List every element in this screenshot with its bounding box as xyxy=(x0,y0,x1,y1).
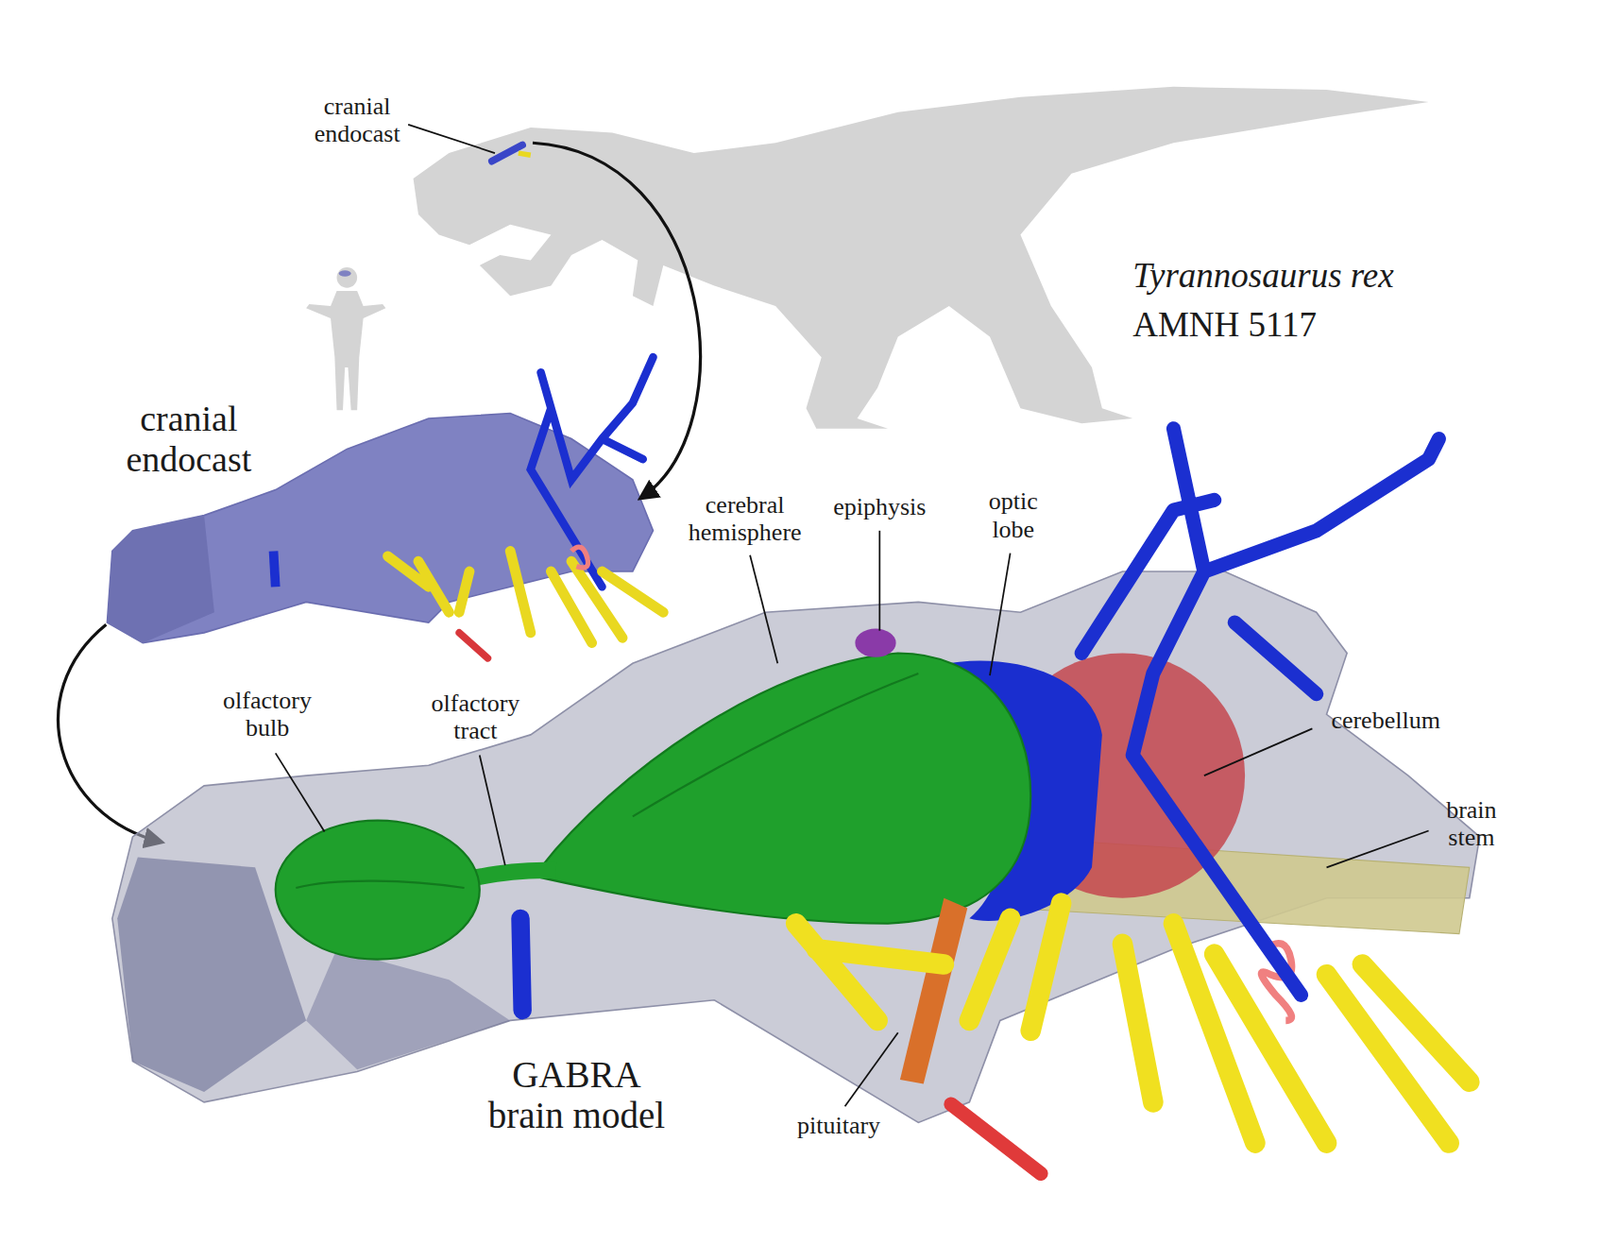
callout-label: cranial endocast xyxy=(290,92,424,148)
part-label: olfactory bulb xyxy=(205,686,329,742)
endocast-dark-face xyxy=(306,949,511,1070)
leader-lines xyxy=(275,124,1430,1107)
artwork xyxy=(58,86,1481,1175)
trex-silhouette xyxy=(413,86,1430,429)
leader-line xyxy=(845,1032,899,1107)
red-vessel xyxy=(951,1104,1041,1174)
small-red-vessel xyxy=(459,632,488,659)
part-label: pituitary xyxy=(797,1111,881,1140)
part-label: brain stem xyxy=(1430,796,1513,852)
leader-line xyxy=(1204,728,1313,776)
part-label: olfactory tract xyxy=(414,689,538,745)
human-head xyxy=(337,267,358,289)
endocast-shade xyxy=(106,515,214,644)
hemisphere-groove xyxy=(632,673,920,817)
leader-line xyxy=(479,754,506,866)
bulb-groove xyxy=(295,881,464,888)
small-endocast-marker-yellow xyxy=(518,153,531,155)
nerves xyxy=(796,902,1470,1143)
part-label: epiphysis xyxy=(833,493,926,521)
leader-line xyxy=(408,124,495,154)
blue-vessel-short xyxy=(520,918,523,1010)
small-blue-vessel xyxy=(273,550,276,587)
human-endocast-icon xyxy=(339,270,352,276)
leader-line xyxy=(878,530,881,631)
olfactory-bulb xyxy=(275,820,480,960)
part-label: optic lobe xyxy=(967,487,1059,543)
leader-line xyxy=(275,752,325,832)
small-coil xyxy=(571,546,589,568)
transfer-arrow xyxy=(58,624,162,842)
cerebral-hemisphere xyxy=(541,652,1032,923)
part-label: cerebral hemisphere xyxy=(663,491,827,546)
small-nerves xyxy=(388,550,664,643)
human-silhouette xyxy=(306,290,386,410)
small-endocast-marker xyxy=(492,144,523,161)
pituitary xyxy=(900,898,968,1085)
specimen-number: AMNH 5117 xyxy=(1132,305,1317,344)
species-name: Tyrannosaurus rex xyxy=(1132,255,1394,295)
leader-line xyxy=(989,553,1011,677)
leader-line xyxy=(749,555,778,664)
small-vessels xyxy=(530,357,654,587)
leader-line xyxy=(1327,830,1430,868)
panel-title: cranial endocast xyxy=(102,398,276,479)
panel-title: GABRA brain model xyxy=(474,1054,679,1137)
transfer-arrow xyxy=(532,142,700,498)
epiphysis xyxy=(854,629,896,658)
part-label: cerebellum xyxy=(1330,706,1441,734)
